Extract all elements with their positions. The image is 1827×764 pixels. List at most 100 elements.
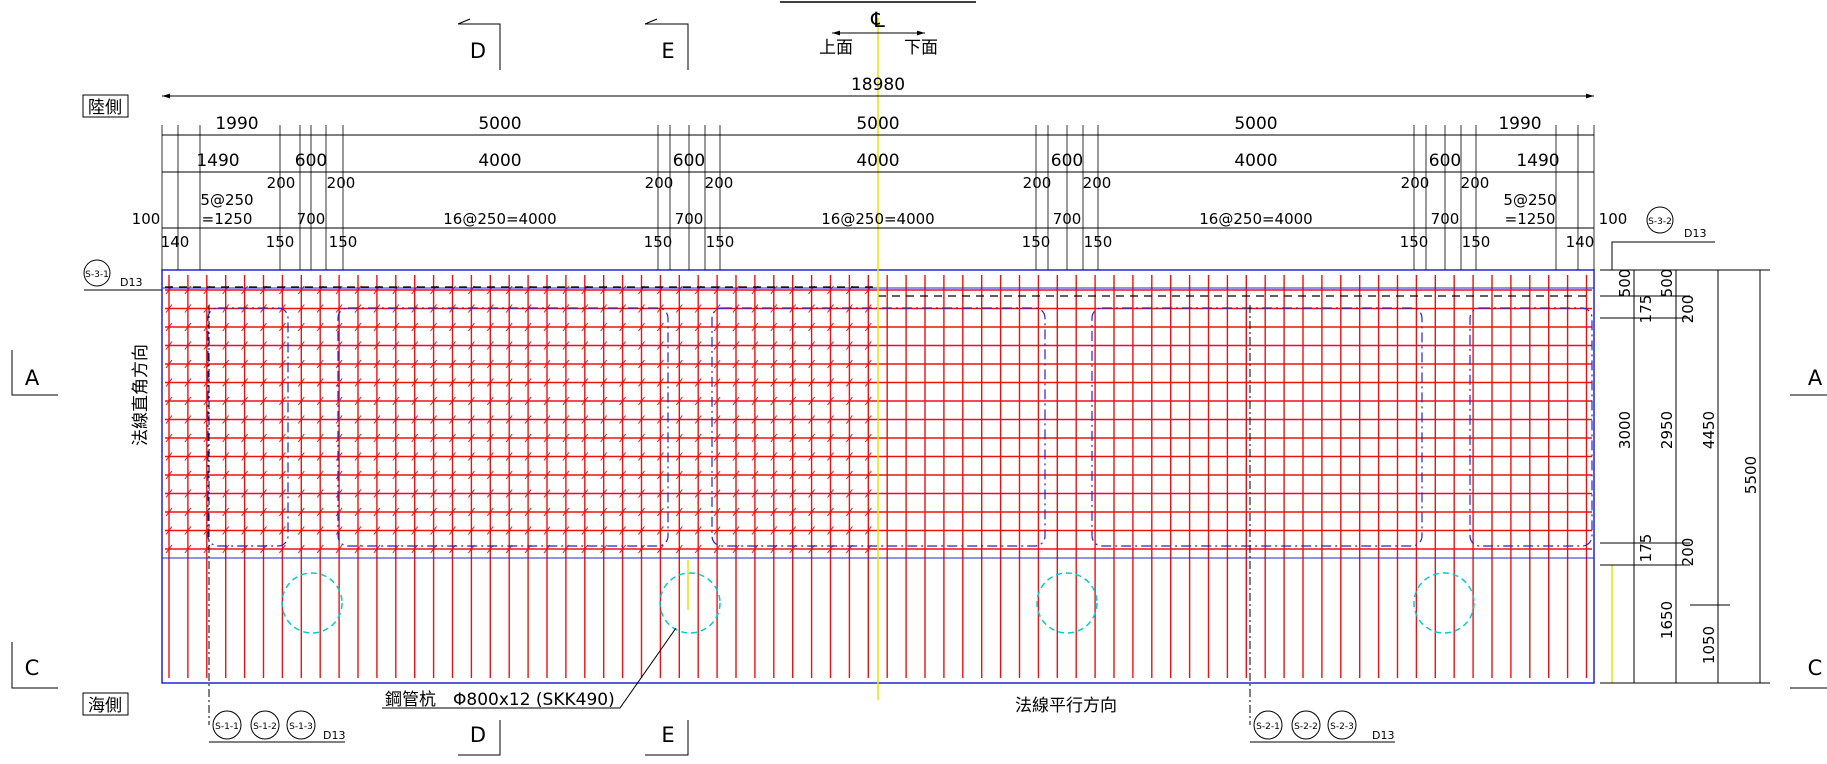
rebar-tick: [260, 322, 267, 332]
rebar-tick: [260, 489, 267, 498]
rebar-tick: [751, 415, 759, 424]
rebar-tick: [241, 285, 249, 295]
rebar-tick: [505, 359, 513, 369]
rebar-tick: [222, 489, 230, 498]
rebar-tick: [335, 544, 343, 554]
rebar-tick: [297, 378, 305, 387]
rebar-tick: [486, 378, 494, 387]
rebar-tick: [675, 415, 683, 424]
svg-text:1990: 1990: [1498, 114, 1541, 134]
rebar-tick: [354, 452, 362, 461]
rebar-tick: [638, 378, 645, 387]
section-marker-e-bottom: E: [645, 720, 689, 756]
rebar-tick: [392, 378, 400, 387]
rebar-tick: [600, 489, 608, 498]
rebar-tick: [241, 378, 249, 387]
rebar-tick: [581, 341, 589, 350]
svg-text:4450: 4450: [1700, 411, 1718, 449]
rebar-tick: [770, 507, 778, 517]
svg-text:S-3-2: S-3-2: [1648, 217, 1672, 227]
svg-text:5@250: 5@250: [1503, 191, 1556, 209]
rebar-tick: [486, 489, 494, 498]
rebar-tick: [619, 378, 626, 387]
rebar-tick: [373, 470, 381, 480]
rebar-tick: [165, 452, 173, 461]
rebar-tick: [278, 452, 286, 461]
rebar-tick: [713, 415, 721, 424]
rebar-tick: [581, 544, 589, 554]
rebar-tick: [335, 526, 343, 535]
rebar-tick: [373, 526, 381, 535]
rebar-tick: [770, 378, 778, 387]
rebar-tick: [316, 544, 324, 554]
rebar-tick: [335, 285, 343, 295]
face-top-label: 上面: [819, 38, 853, 58]
rebar-tick: [638, 396, 645, 406]
svg-text:175: 175: [1637, 295, 1655, 324]
rebar-tick: [449, 322, 456, 332]
section-marker-a-left: A: [11, 350, 58, 396]
rebar-tick: [335, 433, 343, 443]
rebar-tick: [827, 526, 834, 535]
rebar-tick: [808, 526, 815, 535]
rebar-tick: [543, 526, 551, 535]
svg-text:200: 200: [705, 174, 734, 192]
rebar-tick: [411, 341, 419, 350]
rebar-tick: [184, 544, 192, 554]
rebar-tick: [732, 470, 740, 480]
rebar-tick: [657, 322, 664, 332]
rebar-tick: [373, 322, 381, 332]
rebar-tick: [449, 507, 456, 517]
perpendicular-direction-label: 法線直角方向: [131, 344, 151, 446]
rebar-tick: [392, 359, 400, 369]
rebar-tick: [864, 378, 872, 387]
rebar-tick: [222, 359, 230, 369]
rebar-tick: [581, 526, 589, 535]
rebar-tick: [827, 433, 834, 443]
rebar-tick: [278, 433, 286, 443]
rebar-tick: [713, 470, 721, 480]
rebar-tick: [694, 433, 702, 443]
rebar-tick: [543, 452, 551, 461]
rebar-tick: [657, 526, 664, 535]
rebar-tick: [278, 526, 286, 535]
rebar-tick: [638, 526, 645, 535]
rebar-tick: [638, 433, 645, 443]
rebar-tick: [373, 544, 381, 554]
rebar-tick: [467, 341, 475, 350]
rebar-tick: [562, 433, 570, 443]
rebar-tick: [713, 433, 721, 443]
right-dimensions: 500 500 175 200 3000 2950 4450 5500 175 …: [1600, 269, 1770, 684]
rebar-tick: [430, 470, 438, 480]
rebar-tick: [524, 359, 532, 369]
svg-text:D: D: [470, 723, 486, 747]
rebar-tick: [827, 285, 834, 295]
rebar-tick: [713, 526, 721, 535]
rebar-tick: [770, 396, 778, 406]
rebar-tick: [354, 322, 362, 332]
rebar-tick: [562, 470, 570, 480]
rebar-tick: [638, 304, 645, 313]
rebar-tick: [373, 507, 381, 517]
beam-cell: [207, 307, 289, 547]
rebar-tick: [467, 378, 475, 387]
rebar-tick: [846, 341, 853, 350]
rebar-tick: [732, 378, 740, 387]
rebar-tick: [562, 322, 570, 332]
tag-s3-1: S-3-1 D13: [83, 259, 162, 291]
rebar-tick: [789, 359, 797, 369]
svg-text:4000: 4000: [1234, 151, 1277, 171]
rebar-tick: [184, 378, 192, 387]
rebar-tick: [222, 526, 230, 535]
rebar-tick: [638, 341, 645, 350]
rebar-tick: [467, 433, 475, 443]
section-marker-e-top: E: [644, 18, 689, 70]
rebar-tick: [524, 452, 532, 461]
svg-text:16@250=4000: 16@250=4000: [443, 210, 556, 228]
rebar-tick: [751, 433, 759, 443]
rebar-tick: [354, 378, 362, 387]
pile-3: [1036, 572, 1098, 634]
rebar-tick: [751, 359, 759, 369]
rebar-tick: [467, 507, 475, 517]
rebar-tick: [751, 322, 759, 332]
